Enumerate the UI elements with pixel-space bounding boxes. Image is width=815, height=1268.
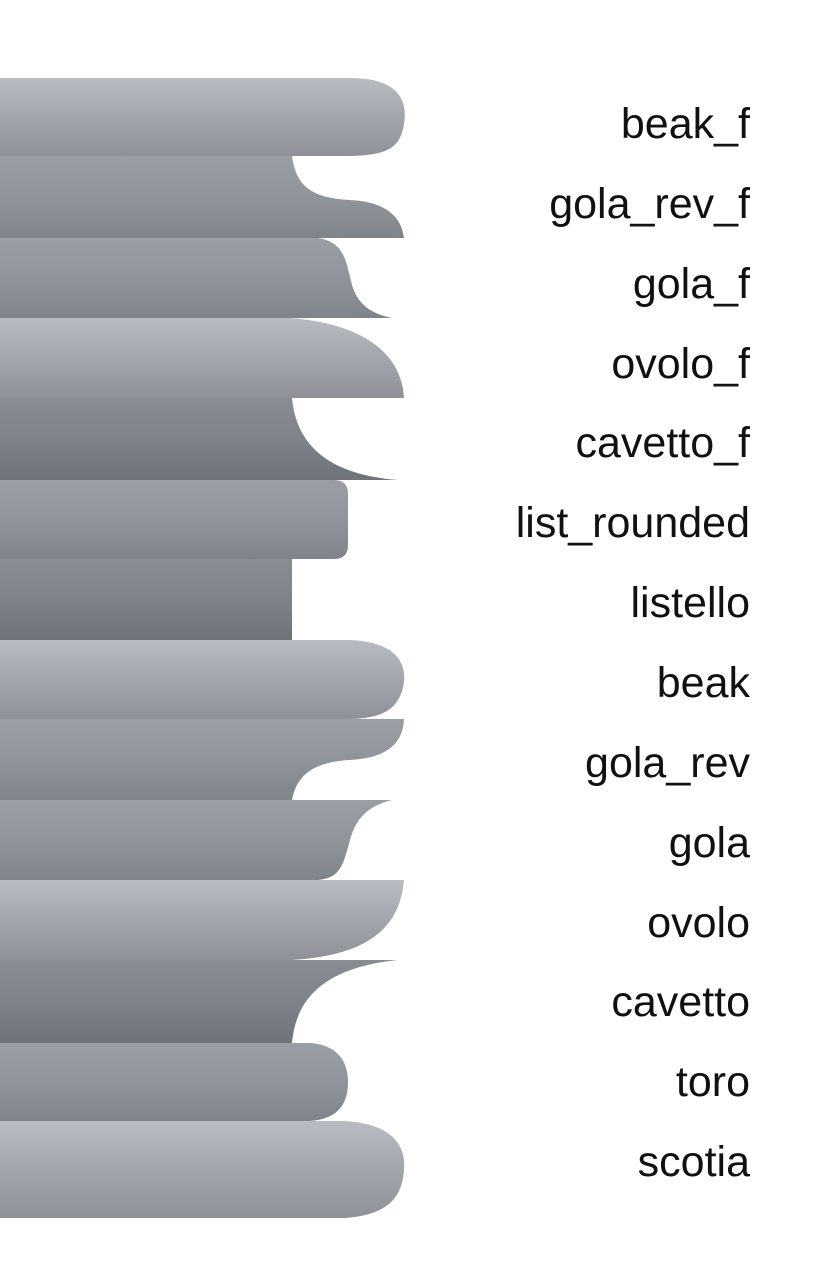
label-gola-rev: gola_rev <box>585 739 750 787</box>
label-gola-rev-f: gola_rev_f <box>549 180 751 228</box>
molding-gola-f <box>0 238 392 318</box>
label-toro: toro <box>676 1058 750 1106</box>
label-beak-f: beak_f <box>621 100 751 148</box>
ovolo-shape <box>0 880 404 960</box>
molding-ovolo <box>0 880 404 960</box>
gola-rev-shape <box>0 719 404 800</box>
listello-shape <box>0 559 292 640</box>
molding-scotia <box>0 1121 405 1218</box>
molding-gola-rev-f <box>0 156 404 238</box>
molding-beak <box>0 640 405 719</box>
beak-shape <box>0 640 405 719</box>
gola-rev-f-shape <box>0 156 404 238</box>
label-scotia: scotia <box>638 1138 750 1186</box>
label-cavetto: cavetto <box>611 978 750 1026</box>
toro-shape <box>0 1043 348 1121</box>
molding-toro <box>0 1043 348 1121</box>
ovolo-f-shape <box>0 318 404 398</box>
molding-cavetto <box>0 960 398 1043</box>
label-gola: gola <box>669 819 750 867</box>
gola-f-shape <box>0 238 392 318</box>
scotia-shape <box>0 1121 405 1218</box>
cavetto-shape <box>0 960 398 1043</box>
list-rounded-shape <box>0 480 348 559</box>
label-beak: beak <box>657 659 751 707</box>
molding-beak-f <box>0 78 405 156</box>
molding-ovolo-f <box>0 318 404 398</box>
label-list-rounded: list_rounded <box>516 499 750 547</box>
molding-cavetto-f <box>0 398 398 480</box>
label-cavetto-f: cavetto_f <box>576 419 752 467</box>
molding-gola <box>0 800 392 880</box>
label-gola-f: gola_f <box>633 260 751 308</box>
molding-list-rounded <box>0 480 348 559</box>
beak-f-shape <box>0 78 405 156</box>
label-ovolo: ovolo <box>647 899 750 947</box>
molding-gola-rev <box>0 719 404 800</box>
gola-shape <box>0 800 392 880</box>
molding-listello <box>0 559 292 640</box>
label-listello: listello <box>631 579 751 627</box>
cavetto-f-shape <box>0 398 398 480</box>
label-ovolo-f: ovolo_f <box>611 340 751 388</box>
